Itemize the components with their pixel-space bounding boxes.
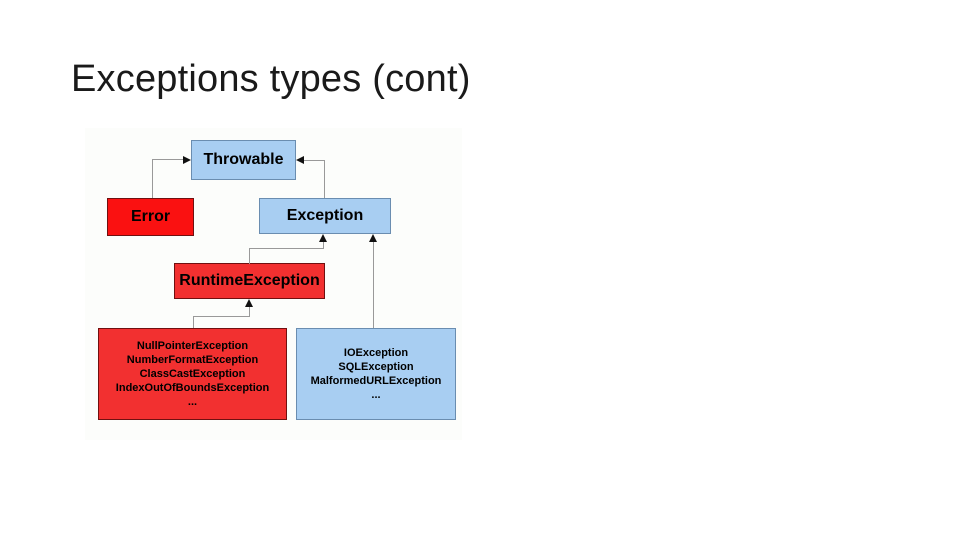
example-line: IndexOutOfBoundsException xyxy=(115,382,270,394)
arrow-up-icon xyxy=(319,234,327,242)
connector-line xyxy=(323,241,324,249)
connector-line xyxy=(249,248,250,264)
node-exception-label: Exception xyxy=(286,207,364,224)
example-line: ... xyxy=(187,396,198,408)
node-error-label: Error xyxy=(130,208,171,225)
connector-line xyxy=(152,159,184,160)
example-line: ClassCastException xyxy=(139,368,246,380)
node-runtime-exception-examples: NullPointerException NumberFormatExcepti… xyxy=(98,328,287,420)
connector-line xyxy=(324,160,325,198)
node-runtime-exception: RuntimeException xyxy=(174,263,325,299)
node-exception: Exception xyxy=(259,198,391,234)
connector-line xyxy=(249,248,324,249)
example-line: ... xyxy=(371,389,381,401)
connector-line xyxy=(193,316,250,317)
connector-line xyxy=(152,159,153,198)
connector-line xyxy=(193,316,194,328)
example-line: IOException xyxy=(343,347,409,359)
arrow-left-icon xyxy=(296,156,304,164)
connector-line xyxy=(373,241,374,328)
arrow-right-icon xyxy=(183,156,191,164)
arrow-up-icon xyxy=(369,234,377,242)
arrow-up-icon xyxy=(245,299,253,307)
example-line: SQLException xyxy=(338,361,414,373)
node-throwable-label: Throwable xyxy=(203,151,284,168)
example-line: NumberFormatException xyxy=(126,354,259,366)
page-title: Exceptions types (cont) xyxy=(71,58,471,100)
node-error: Error xyxy=(107,198,194,236)
example-line: NullPointerException xyxy=(136,340,249,352)
example-line: MalformedURLException xyxy=(310,375,442,387)
node-runtime-exception-label: RuntimeException xyxy=(179,272,320,289)
node-checked-exception-examples: IOException SQLException MalformedURLExc… xyxy=(296,328,456,420)
connector-line xyxy=(304,160,325,161)
exception-hierarchy-diagram: Throwable Error Exception RuntimeExcepti… xyxy=(85,128,462,440)
connector-line xyxy=(249,307,250,317)
node-throwable: Throwable xyxy=(191,140,296,180)
